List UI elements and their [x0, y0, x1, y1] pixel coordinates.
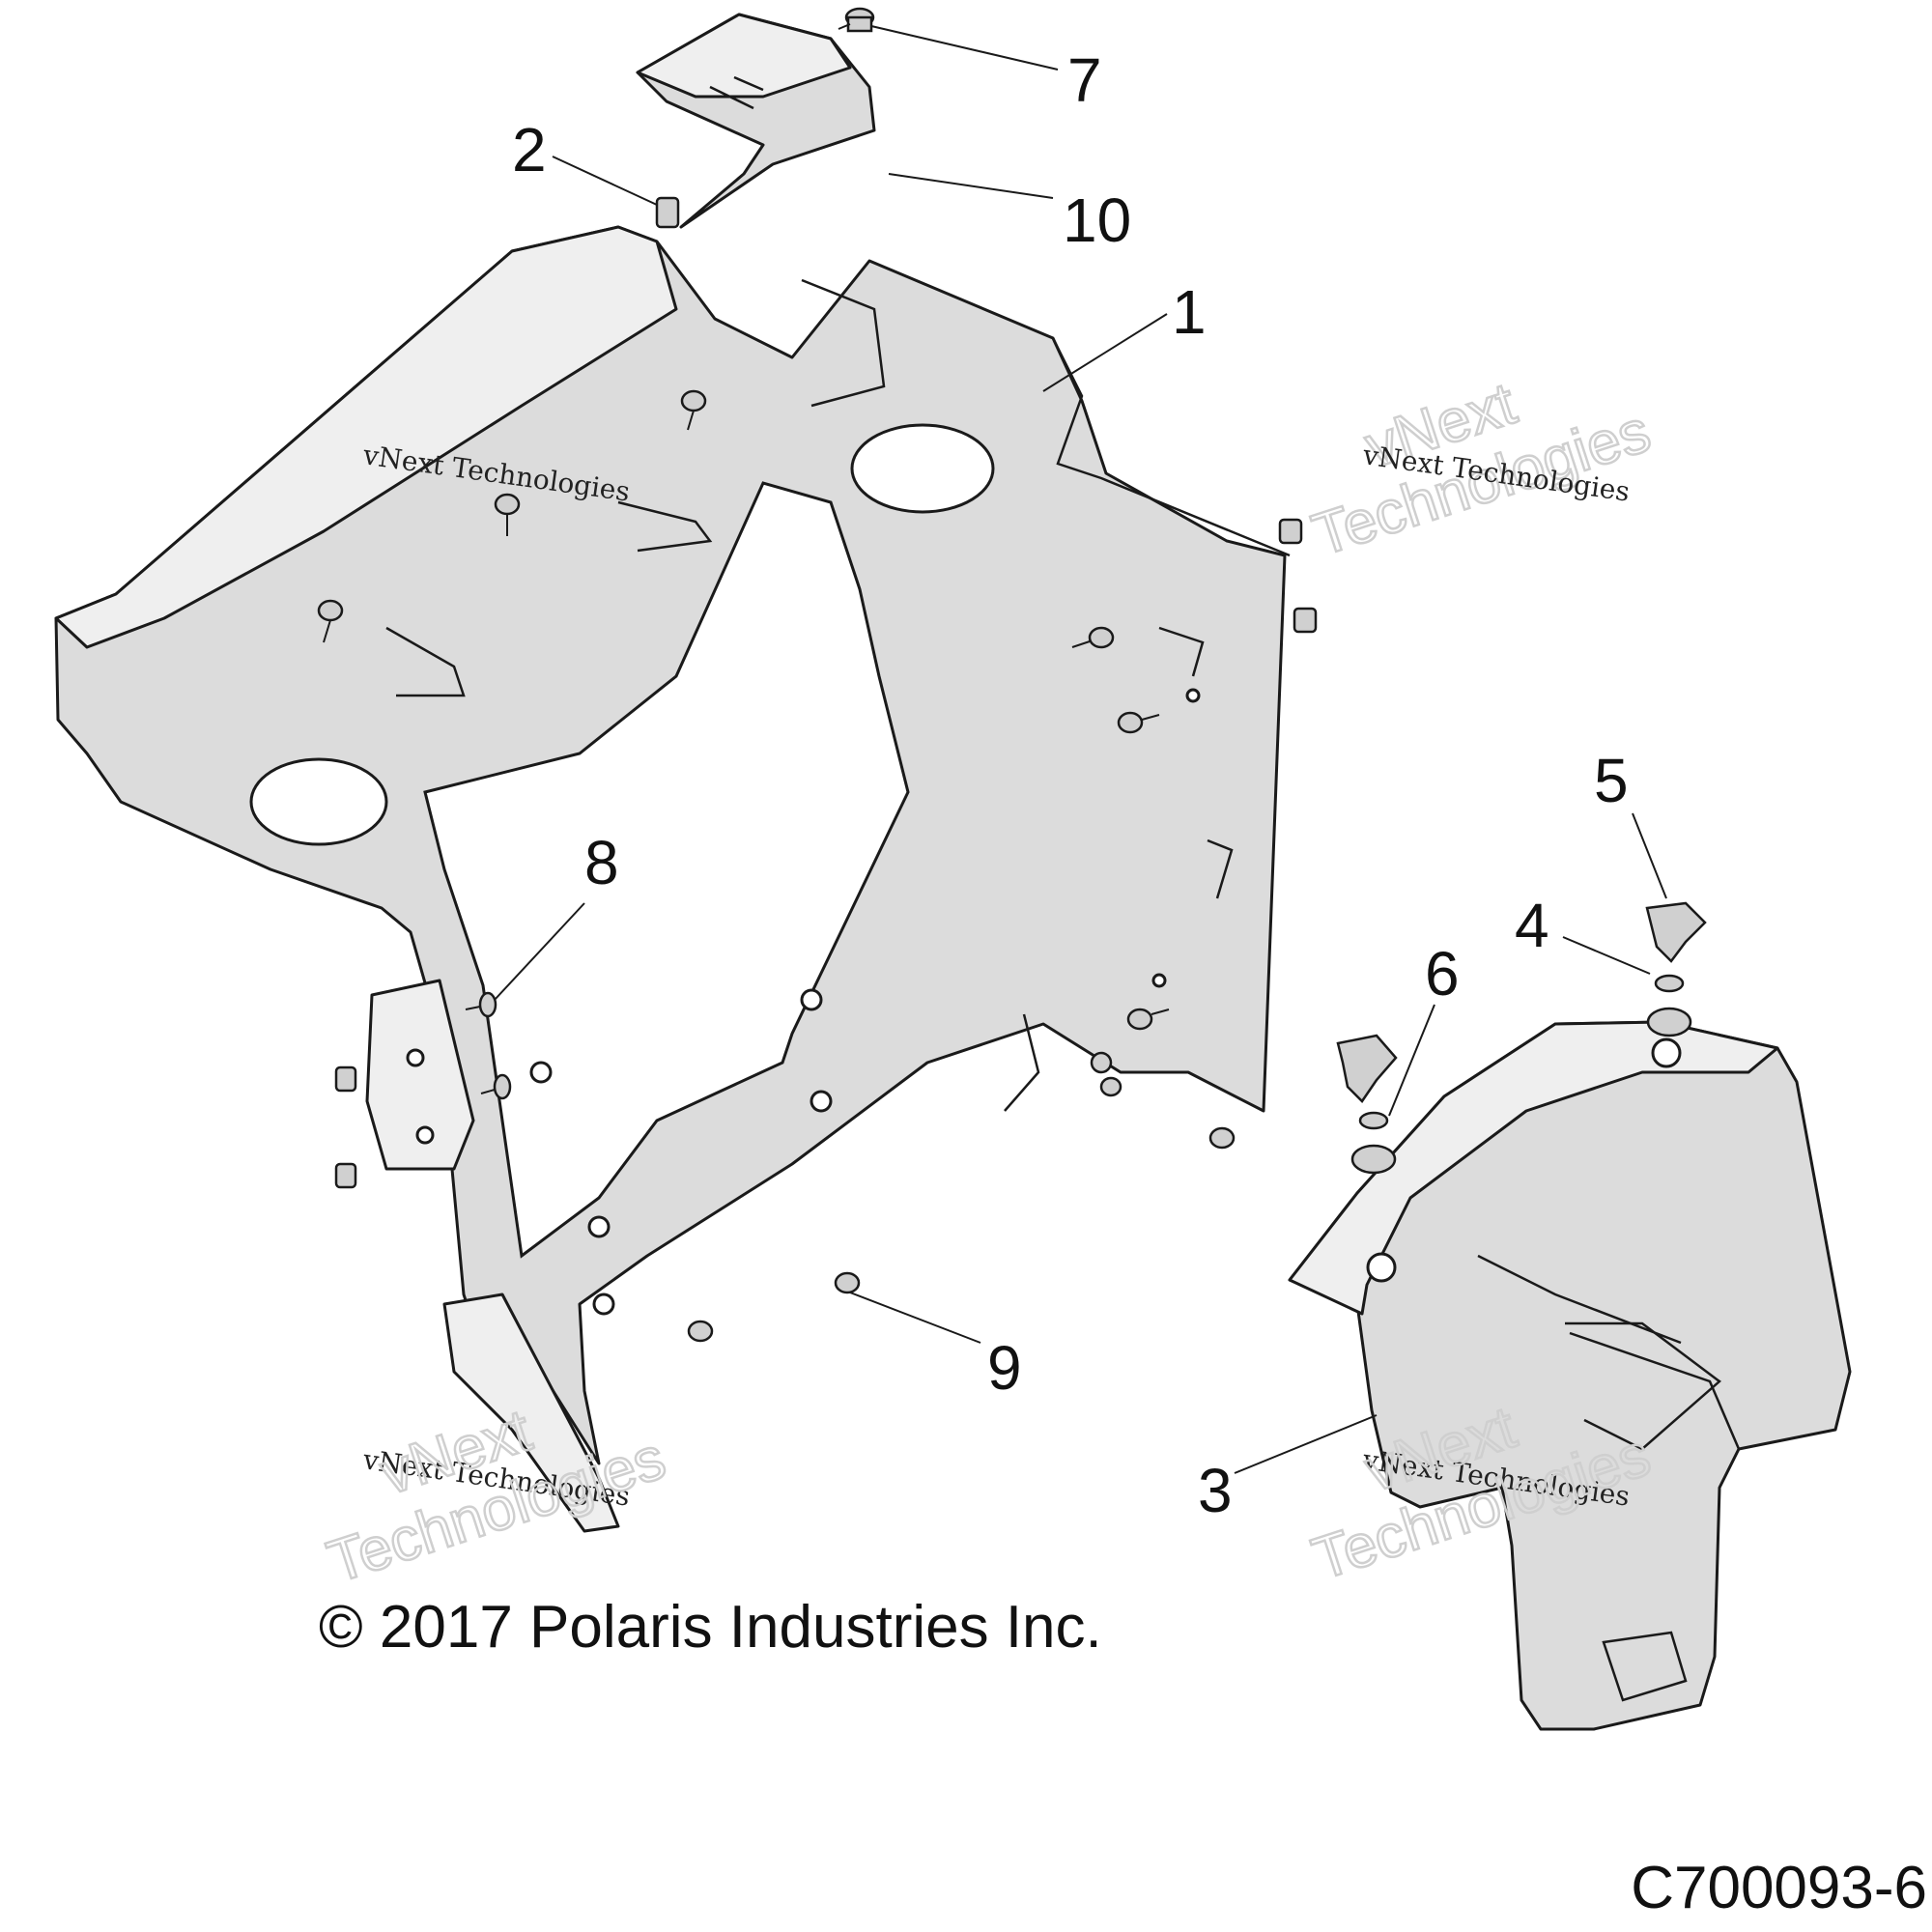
panel-screw [1090, 1051, 1113, 1074]
leader-10 [888, 173, 1054, 199]
clip-nut [1293, 607, 1318, 634]
grommet-4 [1646, 1007, 1692, 1037]
callout-1: 1 [1172, 277, 1207, 347]
callout-8: 8 [584, 828, 619, 897]
leader-1 [1042, 313, 1168, 392]
callout-10: 10 [1063, 185, 1131, 255]
leader-4 [1562, 936, 1651, 975]
callout-9: 9 [987, 1333, 1022, 1403]
panel-screw [1099, 1076, 1122, 1097]
fastener-5 [1645, 901, 1707, 963]
panel-screw [494, 493, 521, 536]
leader-lines [494, 25, 1667, 1474]
leader-3 [1234, 1414, 1378, 1474]
watermark-top-right: vNext Technologies [1304, 369, 1660, 570]
callout-2: 2 [512, 115, 547, 185]
figure-id: C700093-6 [1631, 1855, 1927, 1921]
panel-screw [317, 599, 344, 643]
leader-6 [1388, 1004, 1435, 1117]
leader-8 [494, 902, 585, 1001]
screw-7 [838, 7, 875, 33]
push-pin [480, 1073, 512, 1100]
leader-5 [1632, 812, 1667, 899]
part-10-top-cover [636, 13, 876, 229]
panel-screw [687, 1320, 714, 1343]
panel-screw [1126, 1008, 1170, 1031]
washer-4 [1654, 974, 1685, 993]
fastener-6 [1336, 1034, 1398, 1103]
panel-screw [680, 389, 707, 431]
panel-screw [834, 1271, 861, 1294]
callout-4: 4 [1515, 891, 1549, 960]
clip-nut-2 [655, 196, 680, 229]
washer-6 [1358, 1111, 1389, 1130]
grommet-6 [1350, 1144, 1397, 1175]
leader-2 [552, 156, 658, 206]
panel-screw [1208, 1126, 1236, 1150]
callout-6: 6 [1425, 939, 1460, 1009]
panel-screw [1071, 626, 1115, 649]
leader-9 [849, 1292, 981, 1344]
callout-7: 7 [1067, 45, 1102, 115]
copyright-text: © 2017 Polaris Industries Inc. [319, 1594, 1102, 1661]
clip-nut [334, 1162, 357, 1189]
part-3-side-panel [1288, 1020, 1852, 1731]
leader-7 [870, 25, 1059, 71]
clip-nut [1278, 518, 1303, 545]
panel-screw [1117, 711, 1160, 734]
callout-labels: 1 2 3 4 5 6 7 8 9 10 [512, 45, 1629, 1525]
fasteners [317, 7, 1707, 1343]
callout-5: 5 [1594, 746, 1629, 815]
part-1-main-panel [54, 225, 1291, 1533]
clip-nut [334, 1065, 357, 1093]
push-pin-8 [465, 991, 497, 1018]
callout-3: 3 [1198, 1456, 1233, 1525]
